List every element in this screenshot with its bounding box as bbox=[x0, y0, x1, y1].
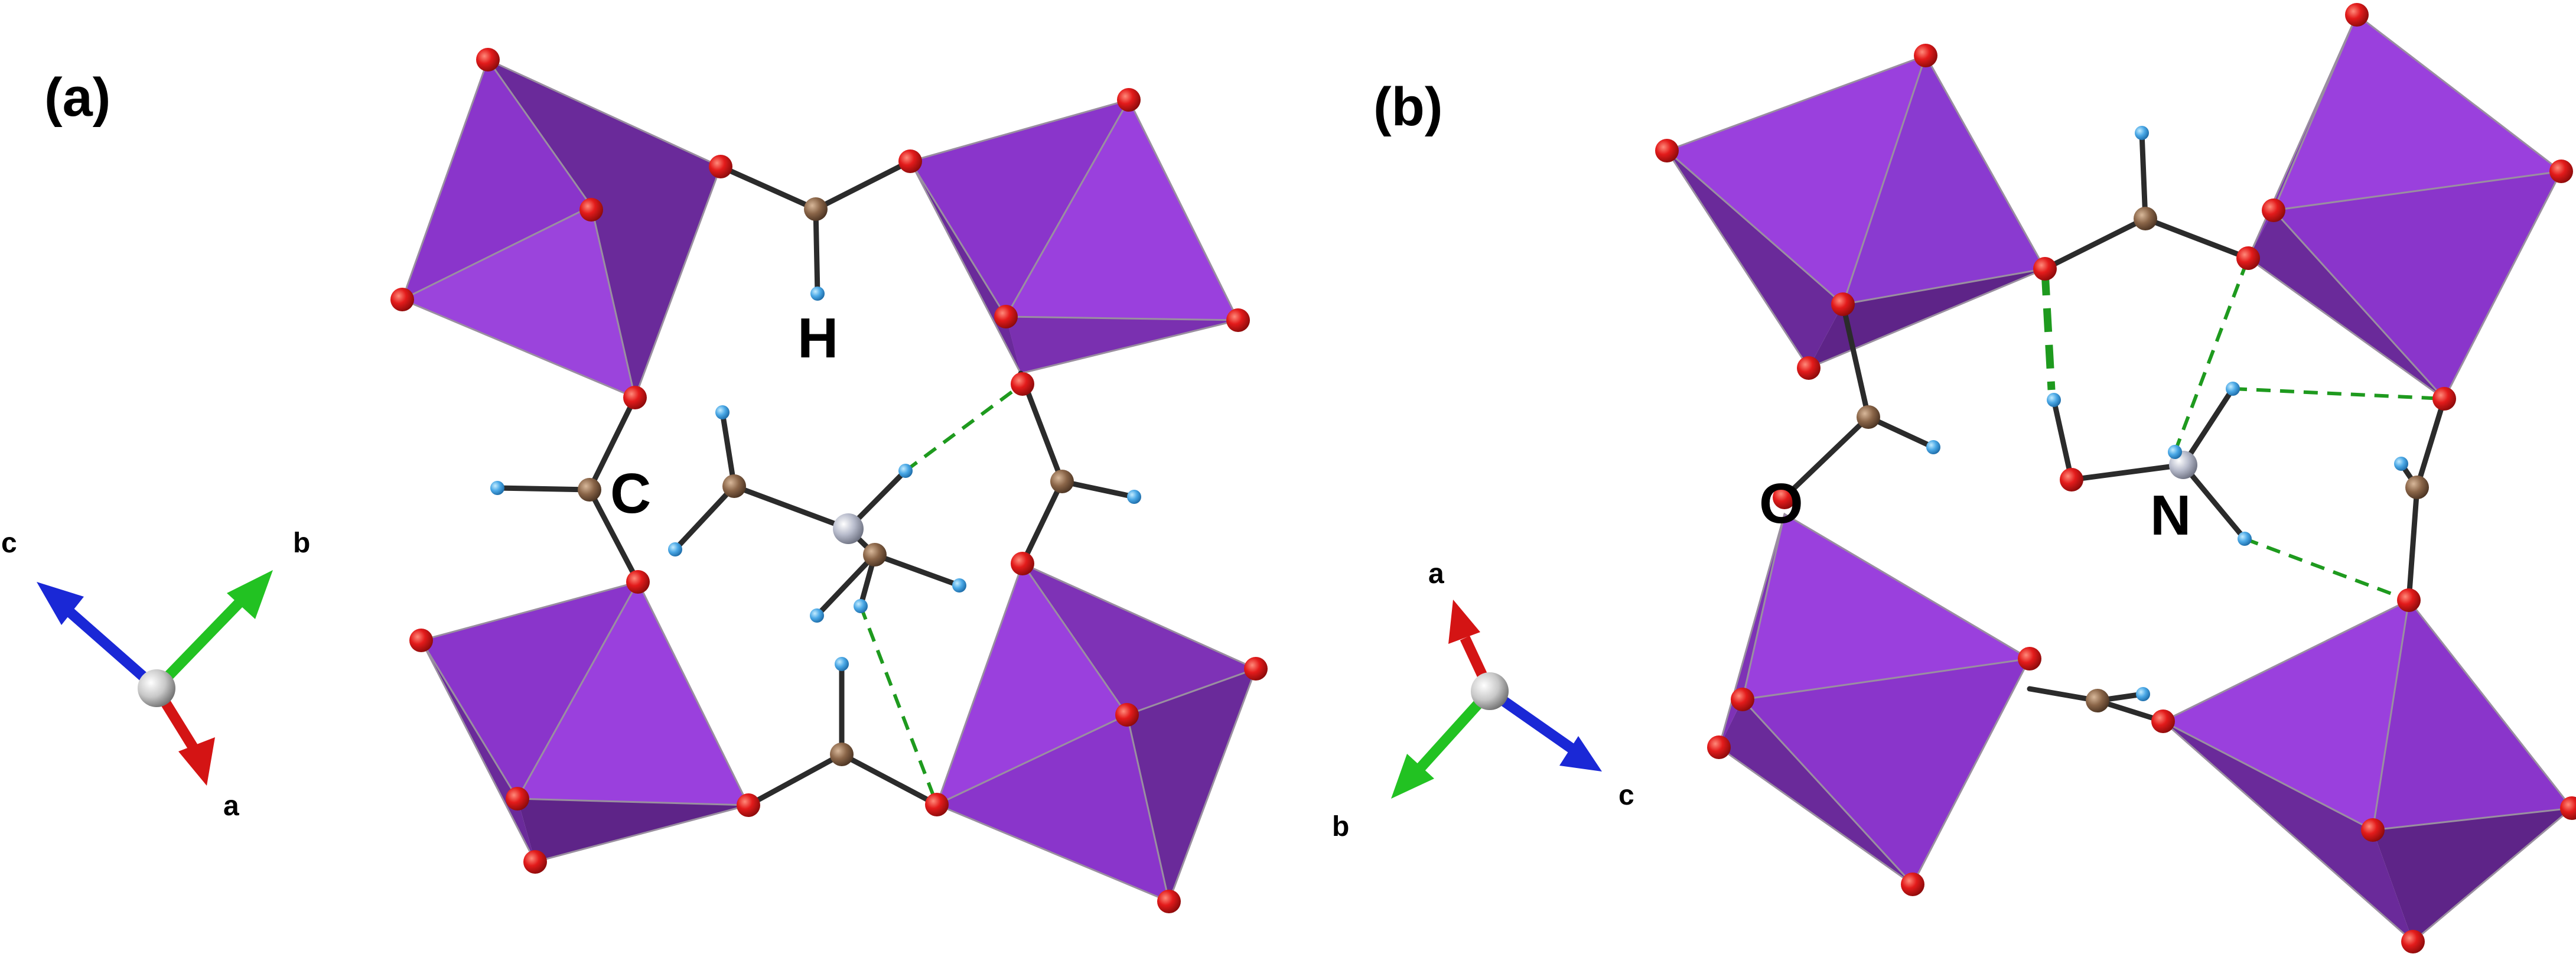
panel-a: (a) H C c b a bbox=[1, 48, 1268, 913]
oxygen-atom bbox=[1655, 3, 2576, 953]
atoms-b bbox=[1655, 3, 2576, 953]
axis-origin bbox=[138, 669, 175, 707]
axis-label-c: c bbox=[1, 528, 17, 559]
panel-b: (b) O N a c b bbox=[1332, 3, 2576, 953]
octahedron-a-bottom-right bbox=[936, 562, 1257, 903]
bonds-a bbox=[494, 158, 1137, 808]
octahedron-b-top-right bbox=[2247, 13, 2562, 401]
octahedron-b-top-left bbox=[1665, 54, 2047, 369]
hydrogen-atom bbox=[490, 287, 1141, 671]
carbon-atom bbox=[578, 197, 1074, 766]
octahedron-a-top-right bbox=[908, 99, 1240, 375]
axis-label-a: a bbox=[223, 790, 239, 822]
panel-a-label: (a) bbox=[44, 67, 110, 128]
oxygen-label: O bbox=[1759, 472, 1803, 535]
hydrogen-bonds-b bbox=[2041, 257, 2445, 602]
octahedron-a-bottom-left bbox=[419, 581, 750, 863]
atoms-a bbox=[390, 48, 1268, 913]
axis-label-b: b bbox=[1332, 811, 1349, 842]
oxygen-atom bbox=[390, 48, 1268, 913]
octahedron-a-top-left bbox=[401, 58, 722, 399]
carbon-atom bbox=[1857, 207, 2429, 712]
nitrogen-label: N bbox=[2150, 484, 2191, 547]
axis-label-a: a bbox=[1428, 558, 1444, 590]
axis-origin bbox=[1471, 672, 1509, 710]
axis-label-c: c bbox=[1618, 780, 1634, 811]
octahedron-b-bottom-right bbox=[2161, 599, 2574, 943]
panel-b-label: (b) bbox=[1373, 77, 1442, 137]
carbon-label: C bbox=[610, 462, 651, 525]
axes-indicator-b: a c b bbox=[1332, 558, 1634, 842]
hydrogen-atom bbox=[1926, 126, 2408, 701]
hydrogen-bonds-a bbox=[859, 382, 1024, 806]
axis-label-b: b bbox=[293, 528, 310, 559]
axes-indicator-a: c b a bbox=[1, 528, 310, 822]
hydrogen-label: H bbox=[797, 307, 838, 370]
nitrogen-atom bbox=[833, 513, 864, 544]
octahedron-b-bottom-left bbox=[1718, 512, 2031, 886]
